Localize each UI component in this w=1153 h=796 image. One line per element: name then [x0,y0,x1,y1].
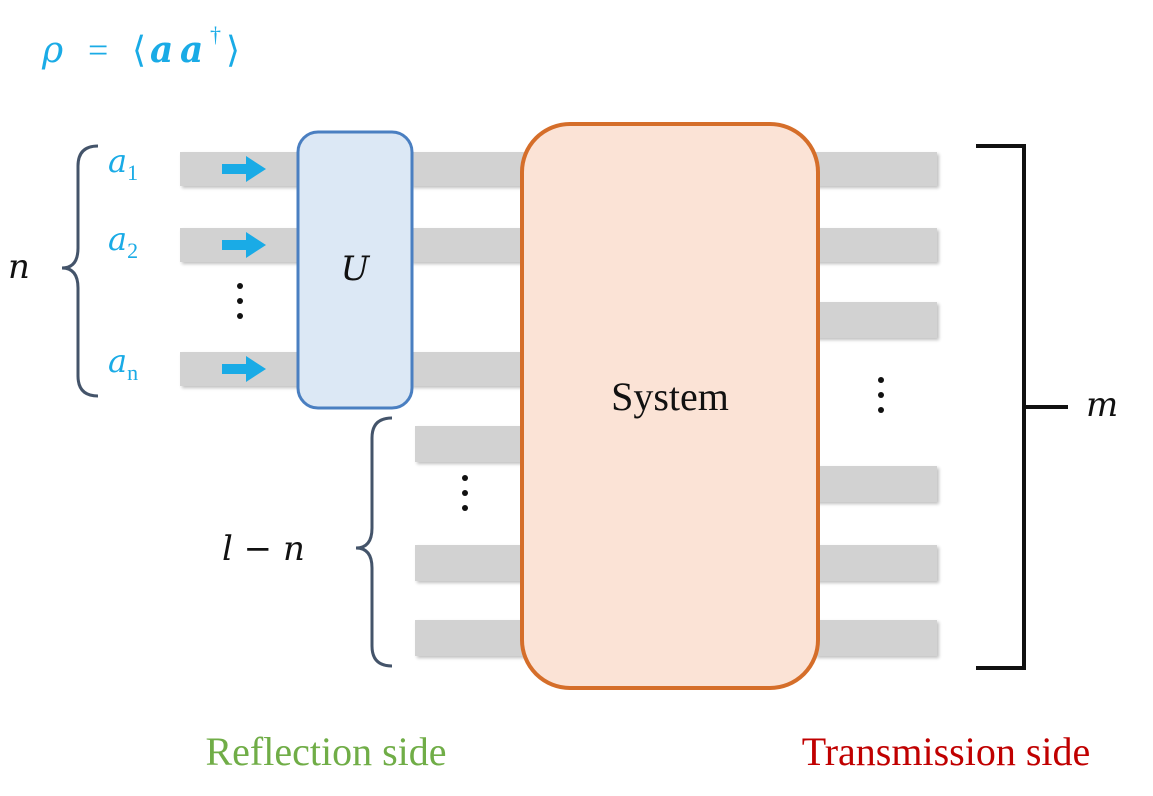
arrow-right-icon [222,356,266,382]
formula-rangle: ⟩ [226,30,240,70]
vertical-ellipses [237,283,884,511]
unitary-box-shape [296,130,414,410]
right-bracket-icon [976,144,1026,670]
extra-waveguide-2 [415,545,525,581]
input-label-1: a1 [108,142,138,185]
bracket-m: m [976,144,1118,670]
extra-waveguide-3 [415,620,525,656]
formula-a-second: a [180,29,203,71]
label-n: n [8,247,30,287]
arrow-right-icon [222,156,266,182]
middle-waveguide-n [410,352,525,386]
formula-equals: = [88,30,108,70]
input-mode-labels: a1 a2 an [108,142,138,385]
input-label-n: an [108,342,138,385]
extra-waveguide-1 [415,426,525,462]
system-label: System [611,374,729,419]
output-waveguide-6 [815,620,937,656]
extra-reflection-waveguides [415,426,525,656]
system-box: System [520,122,820,690]
output-waveguide-2 [815,228,937,262]
middle-waveguides [410,152,525,386]
unitary-label: U [341,249,371,289]
label-l-minus-n: l − n [222,529,305,569]
unitary-u-box: U [296,130,414,410]
system-box-shape [520,122,820,690]
transmission-waveguides [815,152,937,656]
input-arrows [222,156,266,382]
formula-rho: ρ [41,30,63,71]
output-waveguide-1 [815,152,937,186]
density-matrix-formula: ρ = ⟨ a a † ⟩ [41,22,240,71]
brace-l-minus-n: l − n [222,416,393,668]
formula-dagger: † [210,22,221,47]
vdots-icon [462,475,468,511]
output-waveguide-5 [815,545,937,581]
formula-a: a [150,29,173,71]
output-waveguide-3 [815,302,937,338]
output-waveguide-4 [815,466,937,502]
left-brace-icon [61,144,99,398]
left-brace-icon [355,416,393,668]
vdots-icon [878,377,884,413]
input-waveguides [180,152,300,386]
arrow-right-icon [222,232,266,258]
formula-langle: ⟨ [132,30,146,70]
middle-waveguide-2 [410,228,525,262]
input-label-2: a2 [108,220,138,263]
middle-waveguide-1 [410,152,525,186]
brace-n: n [8,144,99,398]
vdots-icon [237,283,243,319]
transmission-side-label: Transmission side [802,729,1091,774]
label-m: m [1086,385,1118,425]
reflection-side-label: Reflection side [205,729,446,774]
